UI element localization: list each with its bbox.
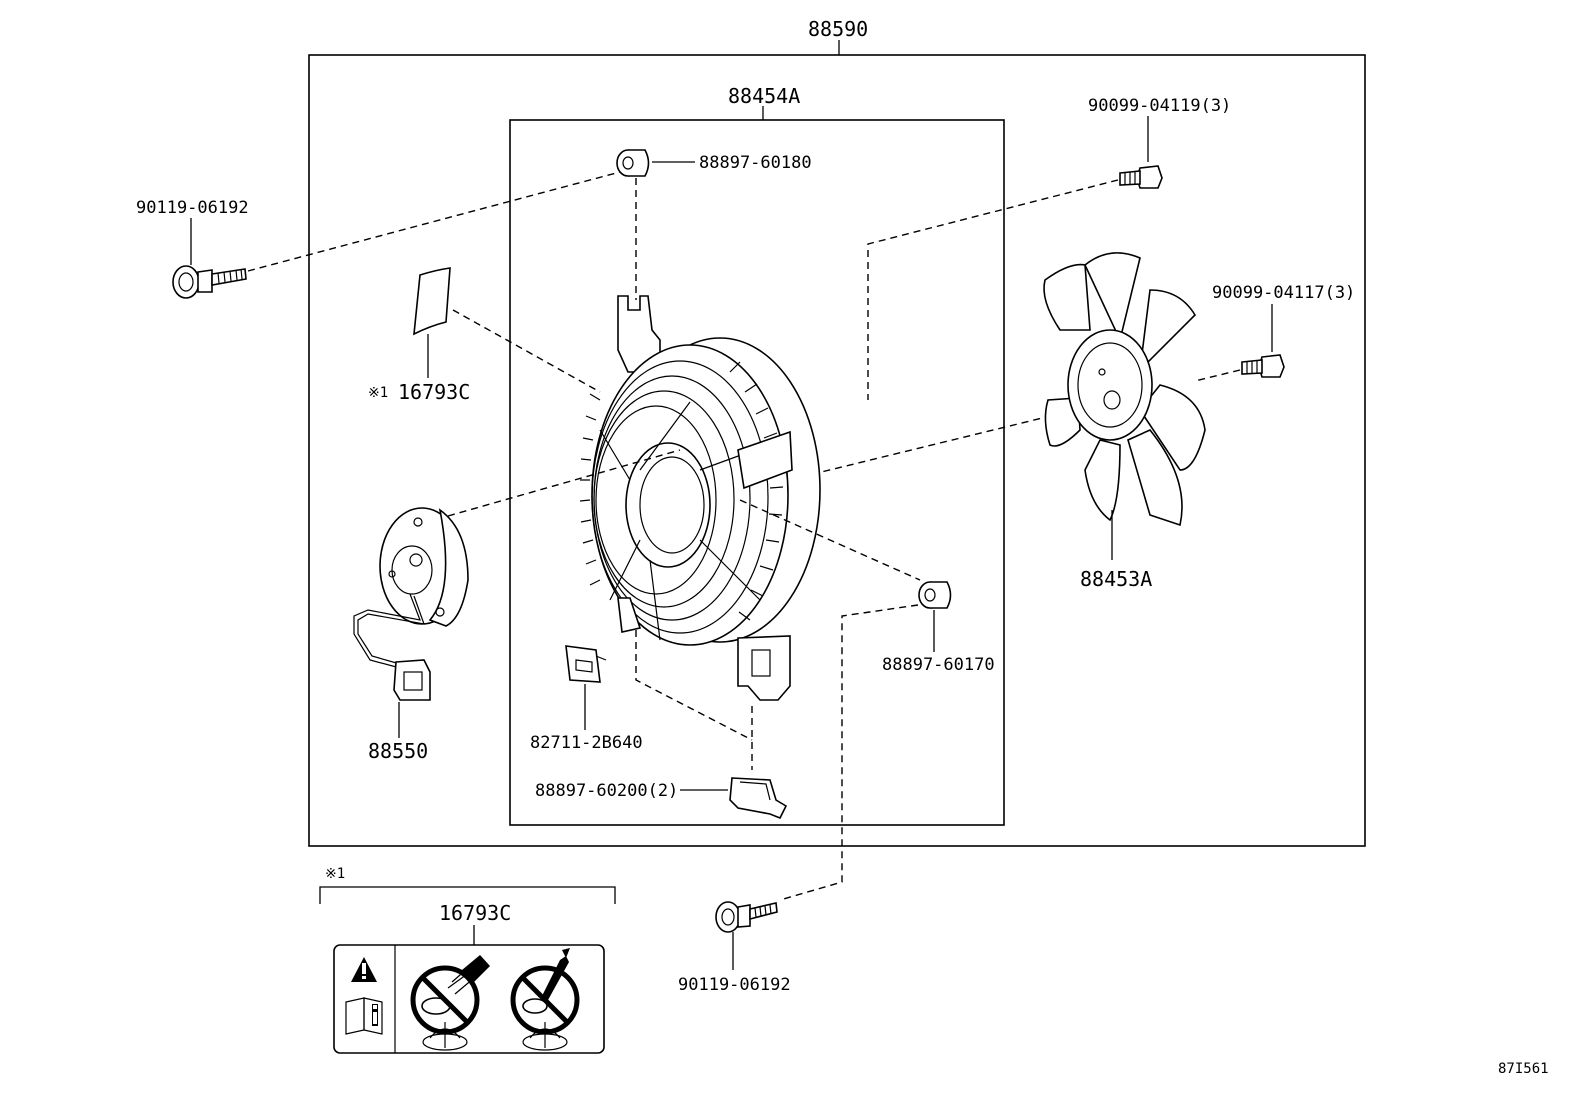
manual-icon — [345, 997, 383, 1035]
motor-88550[interactable] — [353, 507, 469, 701]
fan-shroud-88454a[interactable] — [579, 295, 821, 701]
shroud-88454a-frame — [509, 119, 1005, 826]
grommet-88897-60170[interactable] — [918, 581, 952, 609]
callout-16793c[interactable]: 16793C — [398, 380, 470, 404]
bolt-90119-06192-bottom[interactable] — [715, 901, 778, 933]
callout-90119-06192-bottom[interactable]: 90119-06192 — [678, 975, 791, 995]
callout-90099-04119[interactable]: 90099-04119(3) — [1088, 96, 1231, 116]
callout-16793c-note-mark: ※1 — [368, 385, 388, 401]
caution-label-16793c-part[interactable] — [413, 267, 451, 336]
assembly-88590-frame — [308, 54, 1366, 847]
note-mark: ※1 — [325, 866, 345, 882]
screw-90099-04117[interactable] — [1241, 354, 1285, 378]
callout-82711-2b640[interactable]: 82711-2B640 — [530, 733, 643, 753]
callout-88897-60180[interactable]: 88897-60180 — [699, 153, 812, 173]
clamp-88897-60200[interactable] — [729, 777, 788, 820]
callout-90119-06192-top[interactable]: 90119-06192 — [136, 198, 249, 218]
warning-icon — [351, 957, 377, 982]
callout-90099-04117[interactable]: 90099-04117(3) — [1212, 283, 1355, 303]
diagram-code: 87I561 — [1498, 1061, 1549, 1077]
screw-90099-04119[interactable] — [1119, 165, 1163, 189]
callout-88897-60200[interactable]: 88897-60200(2) — [535, 781, 678, 801]
caution-label-illustration — [333, 944, 605, 1054]
no-tool-icon — [510, 948, 580, 1051]
callout-88550[interactable]: 88550 — [368, 739, 428, 763]
callout-88897-60170[interactable]: 88897-60170 — [882, 655, 995, 675]
note-part-no[interactable]: 16793C — [439, 901, 511, 925]
callout-88454a[interactable]: 88454A — [728, 84, 800, 108]
grommet-88897-60180[interactable] — [616, 149, 650, 177]
callout-88453a[interactable]: 88453A — [1080, 567, 1152, 591]
no-hand-icon — [410, 955, 490, 1051]
bolt-90119-06192-top[interactable] — [172, 265, 247, 299]
fan-88453a[interactable] — [1043, 252, 1206, 527]
callout-88590[interactable]: 88590 — [808, 17, 868, 41]
clip-82711-2b640[interactable] — [565, 645, 607, 683]
